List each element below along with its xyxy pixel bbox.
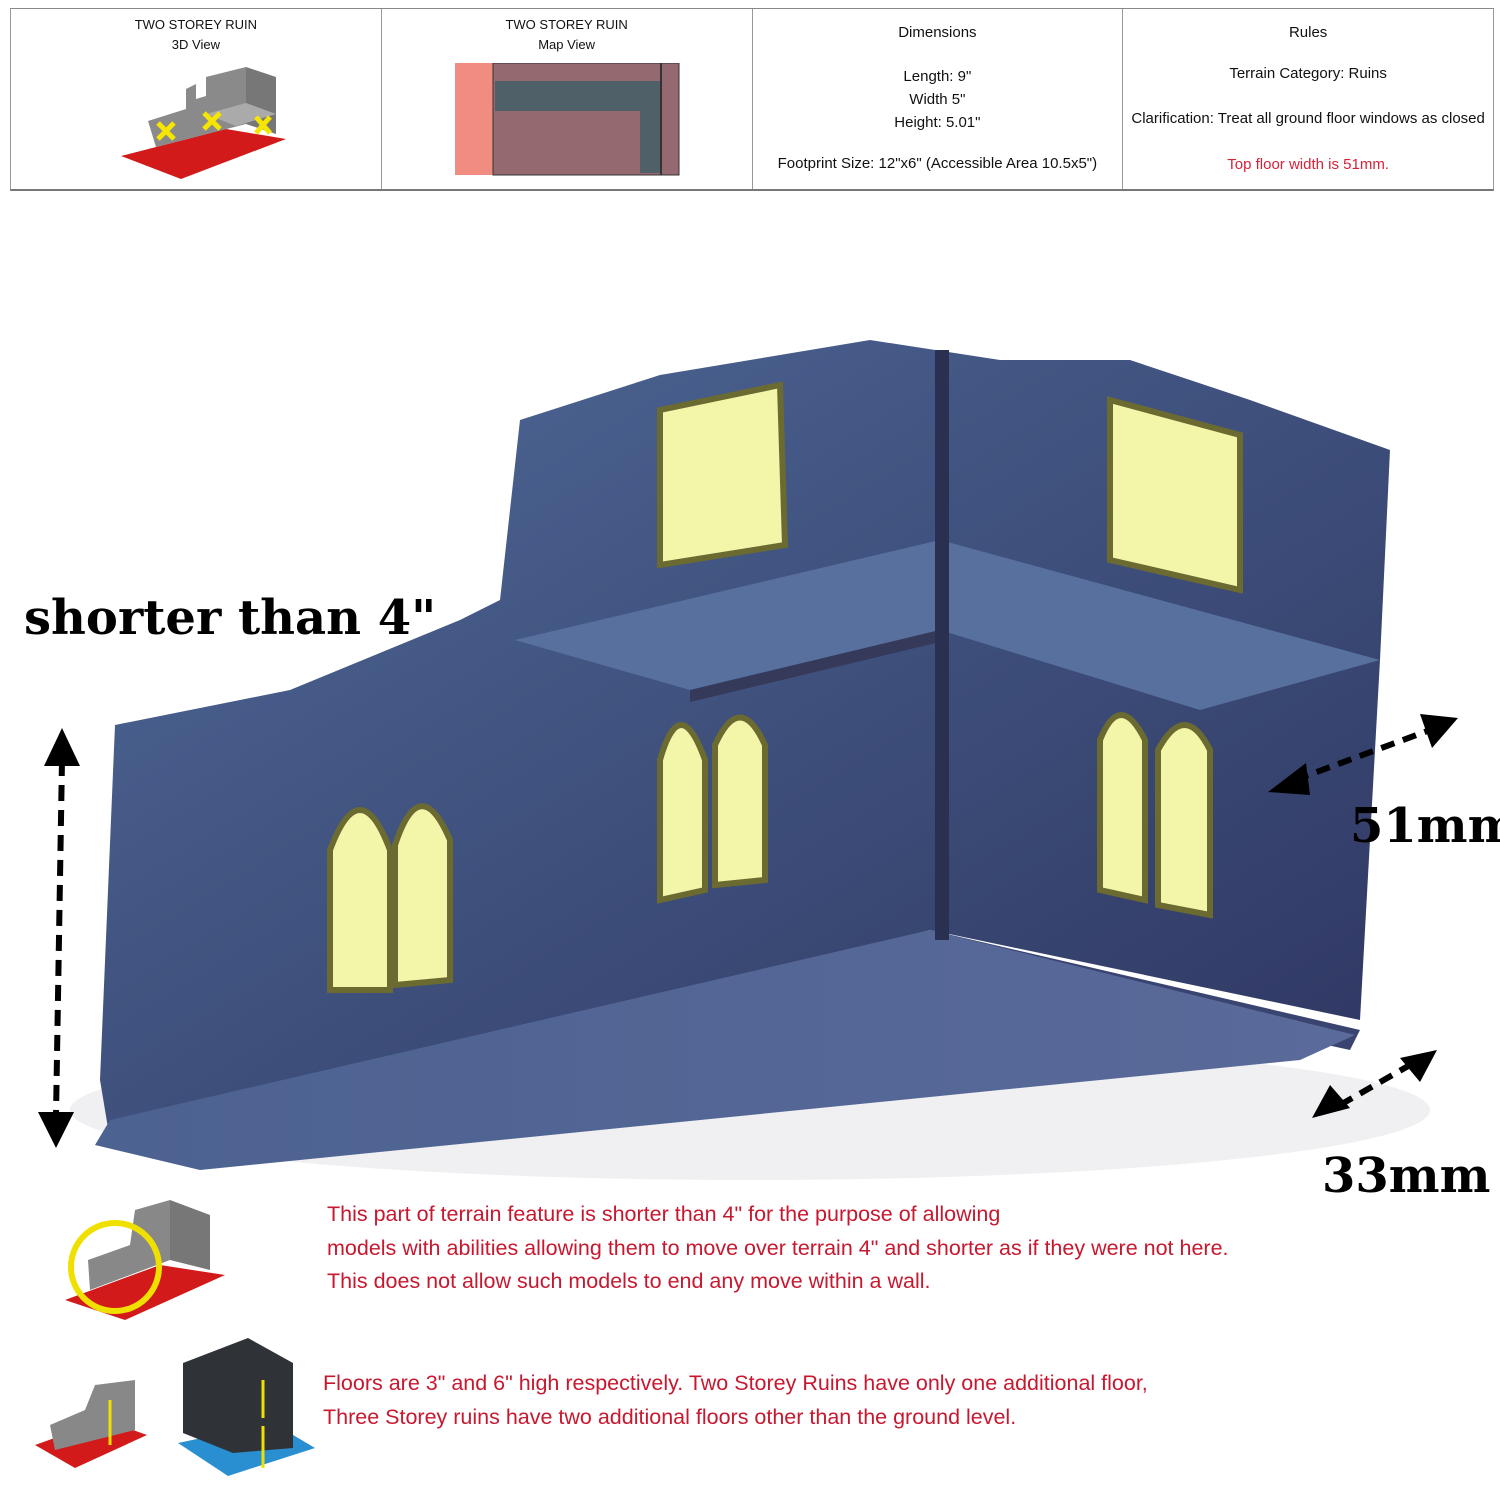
- terrain-category: Terrain Category: Ruins: [1229, 65, 1387, 82]
- width-value: Width 5": [909, 91, 966, 108]
- dimensions-title: Dimensions: [898, 24, 977, 41]
- length-value: Length: 9": [903, 68, 972, 85]
- 3d-view-subtitle: 3D View: [171, 37, 220, 52]
- wall-note-line: This part of terrain feature is shorter …: [327, 1202, 1001, 1226]
- cell-map-view: TWO STOREY RUIN Map View: [382, 9, 753, 189]
- map-view-subtitle: Map View: [538, 37, 596, 52]
- wall-note-line: models with abilities allowing them to m…: [327, 1235, 1229, 1260]
- map-view-title: TWO STOREY RUIN: [505, 17, 628, 32]
- 3d-view-title: TWO STOREY RUIN: [134, 17, 258, 32]
- floor-note: Floors are 3" and 6" high respectively. …: [323, 1367, 1148, 1434]
- clarification: Clarification: Treat all ground floor wi…: [1131, 110, 1485, 127]
- two-storey-diagram: [35, 1380, 147, 1468]
- shorter-than-label: shorter than 4": [24, 590, 437, 646]
- cell-dimensions: Dimensions Length: 9" Width 5" Height: 5.0…: [753, 9, 1124, 189]
- info-table: TWO STOREY RUIN 3D View TWO STOREY RUIN Ma…: [10, 8, 1494, 191]
- height-arrow: [53, 759, 65, 1116]
- ground-width-label: 33mm: [1322, 1148, 1491, 1204]
- wall-highlight-diagram: [65, 1200, 225, 1320]
- rules-title: Rules: [1288, 24, 1328, 41]
- floor-note-line: Three Storey ruins have two additional f…: [323, 1404, 1017, 1429]
- height-value: Height: 5.01": [894, 114, 981, 131]
- top-floor-note: Top floor width is 51mm.: [1227, 156, 1389, 173]
- cell-3d-view: TWO STOREY RUIN 3D View: [11, 9, 382, 189]
- wall-note-line: This does not allow such models to end a…: [327, 1269, 931, 1293]
- three-storey-diagram: [178, 1338, 315, 1476]
- footprint-value: Footprint Size: 12"x6" (Accessible Area …: [777, 155, 1098, 172]
- ruin-map-thumbnail: [454, 63, 680, 176]
- floor-note-line: Floors are 3" and 6" high respectively. …: [323, 1371, 1148, 1395]
- wall-note: This part of terrain feature is shorter …: [327, 1198, 1229, 1299]
- ruin-render: [38, 340, 1458, 1180]
- ruin-3d-thumbnail: [121, 67, 286, 179]
- top-width-label: 51mm: [1350, 798, 1500, 854]
- cell-rules: Rules Terrain Category: Ruins Clarificat…: [1123, 9, 1493, 189]
